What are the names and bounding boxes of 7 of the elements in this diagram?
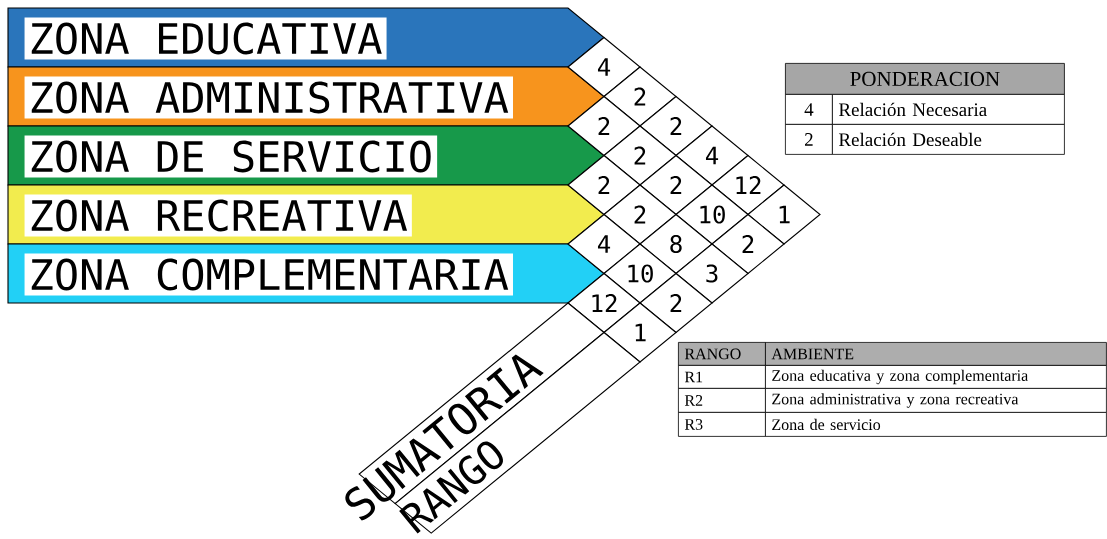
table-cell: R1 <box>678 365 766 389</box>
table-cell: R3 <box>678 412 766 437</box>
table-cell: 4 <box>785 94 833 125</box>
table-header-cell: PONDERACION <box>785 63 1065 95</box>
table-header-cell: RANGO <box>678 342 766 366</box>
table-cell: R2 <box>678 388 766 413</box>
table-cell: 2 <box>785 124 833 155</box>
